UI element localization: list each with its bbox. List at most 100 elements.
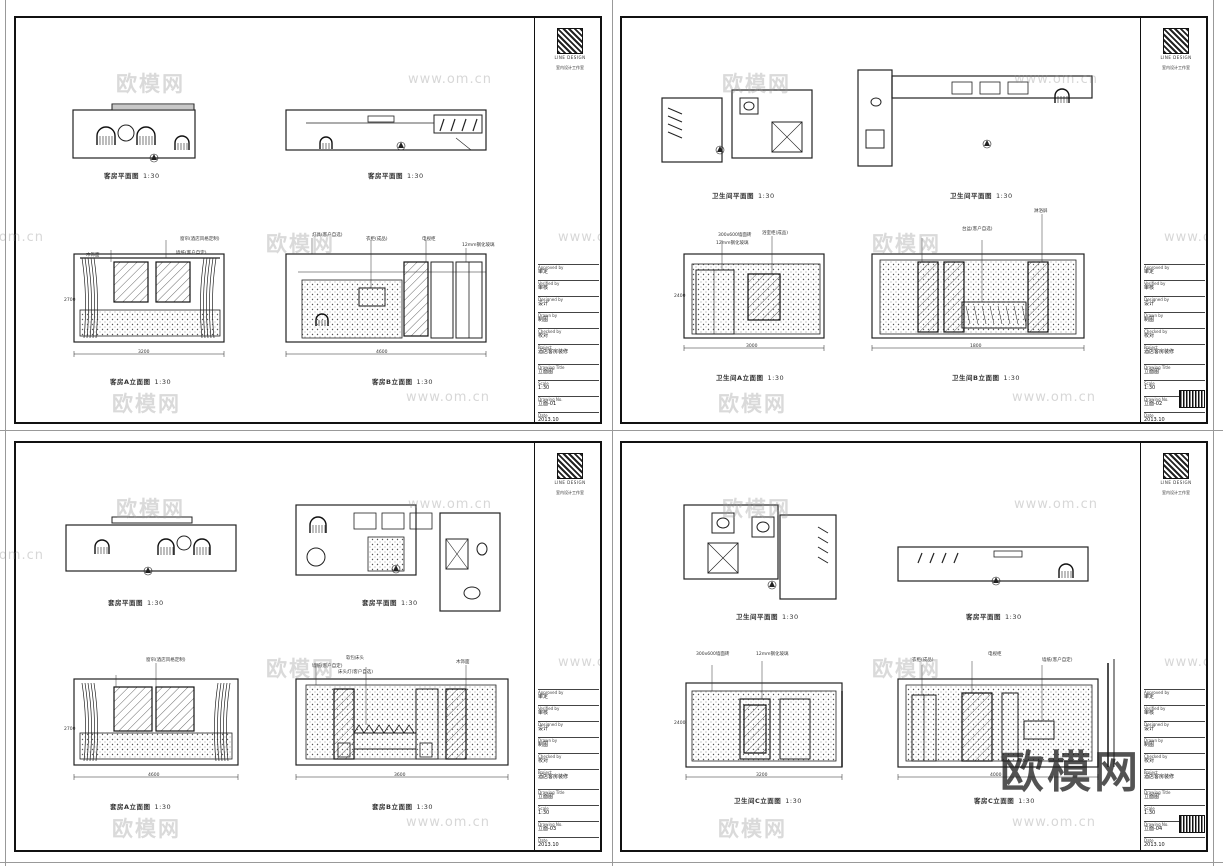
bath-outline (683, 504, 779, 580)
view-scale: 1:30 (782, 613, 799, 621)
bedside-unit (381, 512, 405, 530)
curtain-fold (90, 682, 95, 762)
watermark-brand: 欧模网 (266, 657, 335, 681)
material-note: 灯具(客户自选) (312, 233, 343, 238)
row-label: Checked by (538, 329, 562, 334)
wall-outline (871, 253, 1085, 339)
glass-panel (747, 273, 781, 321)
view-title: 卫生间平面图 (950, 192, 992, 200)
sheet-separator (1213, 0, 1214, 866)
glass-panel (743, 704, 767, 754)
material-note: 窗帘(酒店风格定制) (146, 658, 186, 663)
tile-hatch (905, 684, 1093, 762)
row-value: 酒店客房装修 (538, 349, 569, 356)
tile-hatch (367, 536, 405, 572)
shower (771, 121, 803, 153)
row-label: Drawn by (1144, 313, 1164, 318)
approval-stamp (1179, 815, 1205, 833)
shower (445, 538, 469, 570)
view-scale: 1:30 (154, 803, 172, 811)
curtain-fold (84, 682, 89, 762)
watermark-url: www.om.cn (558, 655, 600, 670)
toilet-bowl (476, 542, 488, 556)
material-note: 浴室柜(成品) (762, 231, 789, 236)
dimension-label: 2400 (674, 721, 686, 726)
row-label: Project (1144, 345, 1158, 350)
view-scale: 1:30 (147, 599, 164, 607)
dimension-label: 2400 (674, 294, 686, 299)
row-label: Drawing No. (538, 397, 563, 402)
shower (707, 542, 739, 574)
company-name: 室内设计工作室 (556, 490, 584, 495)
watermark-url: www.om.cn (558, 230, 600, 245)
titleblock-row: Drawing No.立面-04 (1144, 821, 1205, 833)
glass-panel (1027, 261, 1049, 333)
view-scale: 1:30 (758, 192, 775, 200)
line (667, 115, 683, 123)
row-label: Date (538, 413, 548, 418)
company-name: 室内设计工作室 (556, 65, 584, 70)
glass-panel (113, 261, 149, 303)
corridor-outline (891, 75, 1093, 99)
row-label: Scale (538, 806, 549, 811)
watermark-brand: 欧模网 (872, 232, 941, 256)
company-logo (1163, 453, 1189, 479)
chair-symbol (174, 135, 190, 150)
closet-outline (779, 514, 837, 600)
room-outline (285, 109, 487, 151)
row-value: 酒店客房装修 (1144, 774, 1175, 781)
section-arrow (993, 577, 999, 583)
row-label: Drawing No. (1144, 397, 1169, 402)
row-value: 制图 (1144, 742, 1155, 749)
dimension-label: 4600 (376, 350, 388, 355)
line (707, 542, 739, 574)
row-value: 立面图 (538, 794, 554, 801)
section-arrow (398, 142, 404, 148)
row-value: 审核 (538, 710, 549, 717)
tv-screen (358, 287, 386, 307)
watermark-url: www.om.cn (1164, 655, 1206, 670)
material-note: 台盆(客户自选) (962, 227, 993, 232)
hanger (439, 118, 445, 132)
chair-symbol (157, 538, 175, 555)
wall-outline (683, 253, 825, 339)
material-note: 窗帘(酒店风格定制) (180, 237, 220, 242)
hanger (472, 118, 478, 132)
sheet-separator (0, 862, 1223, 863)
watermark-url: www.om.cn (406, 815, 490, 830)
material-note: 墙纸(客户自定) (1042, 658, 1073, 663)
row-value: 校对 (538, 333, 549, 340)
row-value: 设计 (1144, 726, 1155, 733)
row-value: 1:30 (538, 385, 550, 392)
drawing-area (661, 69, 1093, 351)
headboard-tuft (403, 724, 415, 734)
bedside-lamp (337, 742, 351, 758)
logo-caption: LINE DESIGN (554, 55, 586, 60)
material-note: 木饰面 (86, 253, 100, 258)
line (455, 137, 472, 151)
titleblock-row: Drawing No.立面-03 (538, 821, 599, 833)
dimension-label: 2700 (64, 298, 76, 303)
view-title: 套房平面图 (108, 599, 143, 607)
curtain-fold (87, 257, 92, 339)
room-outline (65, 524, 237, 572)
column (1001, 692, 1019, 762)
wall-outline (285, 253, 487, 343)
view-scale: 1:30 (1005, 613, 1022, 621)
glass-panel (917, 261, 939, 333)
material-note: 淋浴屏 (1034, 209, 1048, 214)
